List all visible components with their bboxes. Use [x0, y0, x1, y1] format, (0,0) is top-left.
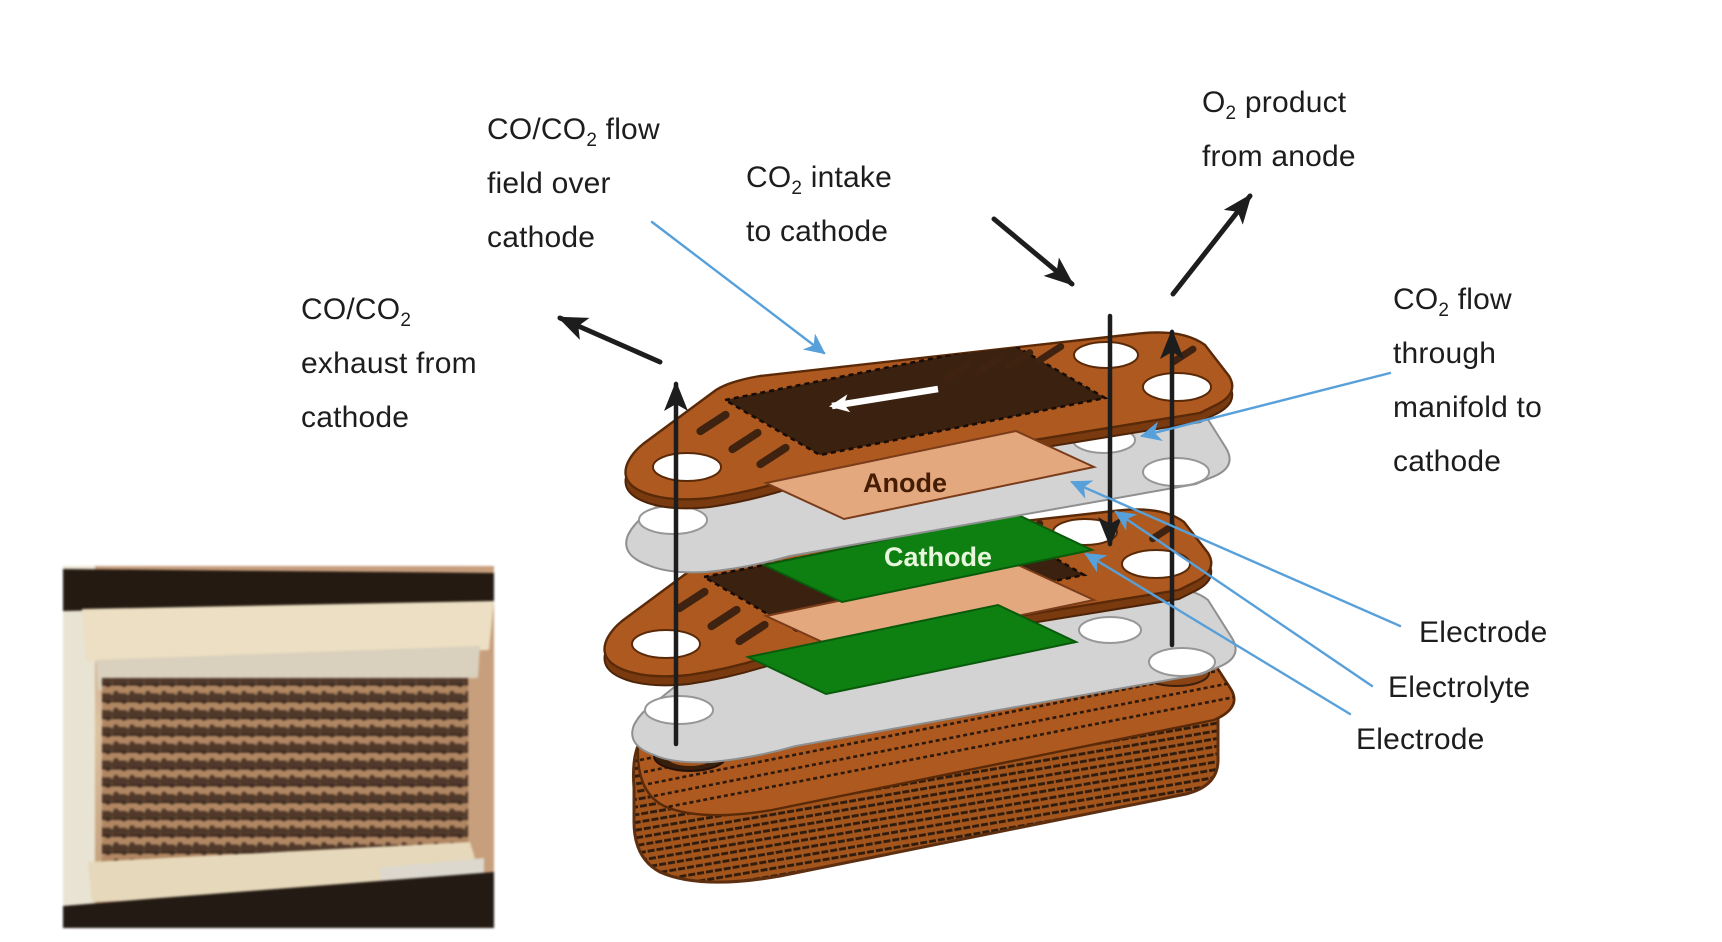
- o2-product-arrow: [1170, 193, 1253, 297]
- flow-field-pointer: [650, 220, 826, 355]
- label-line: to cathode: [746, 215, 889, 248]
- flow-direction-arrow: [829, 385, 939, 413]
- label-flow-field-over-cathode: CO/CO2 flow field over cathode: [487, 103, 660, 265]
- anode-layer-1: Anode: [762, 429, 1098, 521]
- anode-layer-label: Anode: [863, 468, 947, 498]
- label-line: CO/CO2: [301, 293, 412, 331]
- label-electrolyte: Electrolyte: [1388, 671, 1531, 704]
- label-o2-product: O2 product from anode: [1202, 76, 1356, 184]
- exhaust-arrow: [557, 315, 663, 365]
- label-manifold: CO2 flow through manifold to cathode: [1393, 273, 1542, 489]
- label-line: field over: [487, 167, 611, 200]
- label-line: CO/CO2 flow: [487, 113, 660, 151]
- photo-corrugated-flow-field: [102, 678, 468, 862]
- label-exhaust: CO/CO2 exhaust from cathode: [301, 283, 477, 445]
- flow-field-photo: [63, 566, 494, 928]
- label-line: cathode: [487, 221, 596, 254]
- cathode-layer-2: [744, 603, 1080, 696]
- electrode-top-pointer: [1070, 480, 1402, 628]
- electrode-bottom-pointer: [1084, 552, 1352, 716]
- cathode-layer-1: Cathode: [760, 511, 1096, 604]
- label-line: through: [1393, 337, 1497, 370]
- gas-flow-arrows: [557, 193, 1253, 747]
- label-line: cathode: [301, 401, 410, 434]
- electrolyte-pointer: [1114, 510, 1374, 688]
- label-line: cathode: [1393, 445, 1502, 478]
- label-electrode-top: Electrode: [1419, 616, 1548, 649]
- label-line: exhaust from: [301, 347, 477, 380]
- label-co2-intake: CO2 intake to cathode: [746, 151, 892, 259]
- label-electrode-bottom: Electrode: [1356, 723, 1485, 756]
- label-line: O2 product: [1202, 86, 1347, 124]
- cathode-layer-label: Cathode: [884, 542, 992, 572]
- manifold-pointer: [1140, 371, 1392, 442]
- label-line: from anode: [1202, 140, 1356, 173]
- label-line: CO2 intake: [746, 161, 892, 199]
- label-line: manifold to: [1393, 391, 1542, 424]
- callout-pointers: [650, 220, 1402, 716]
- intake-arrow: [991, 216, 1075, 287]
- label-line: CO2 flow: [1393, 283, 1512, 321]
